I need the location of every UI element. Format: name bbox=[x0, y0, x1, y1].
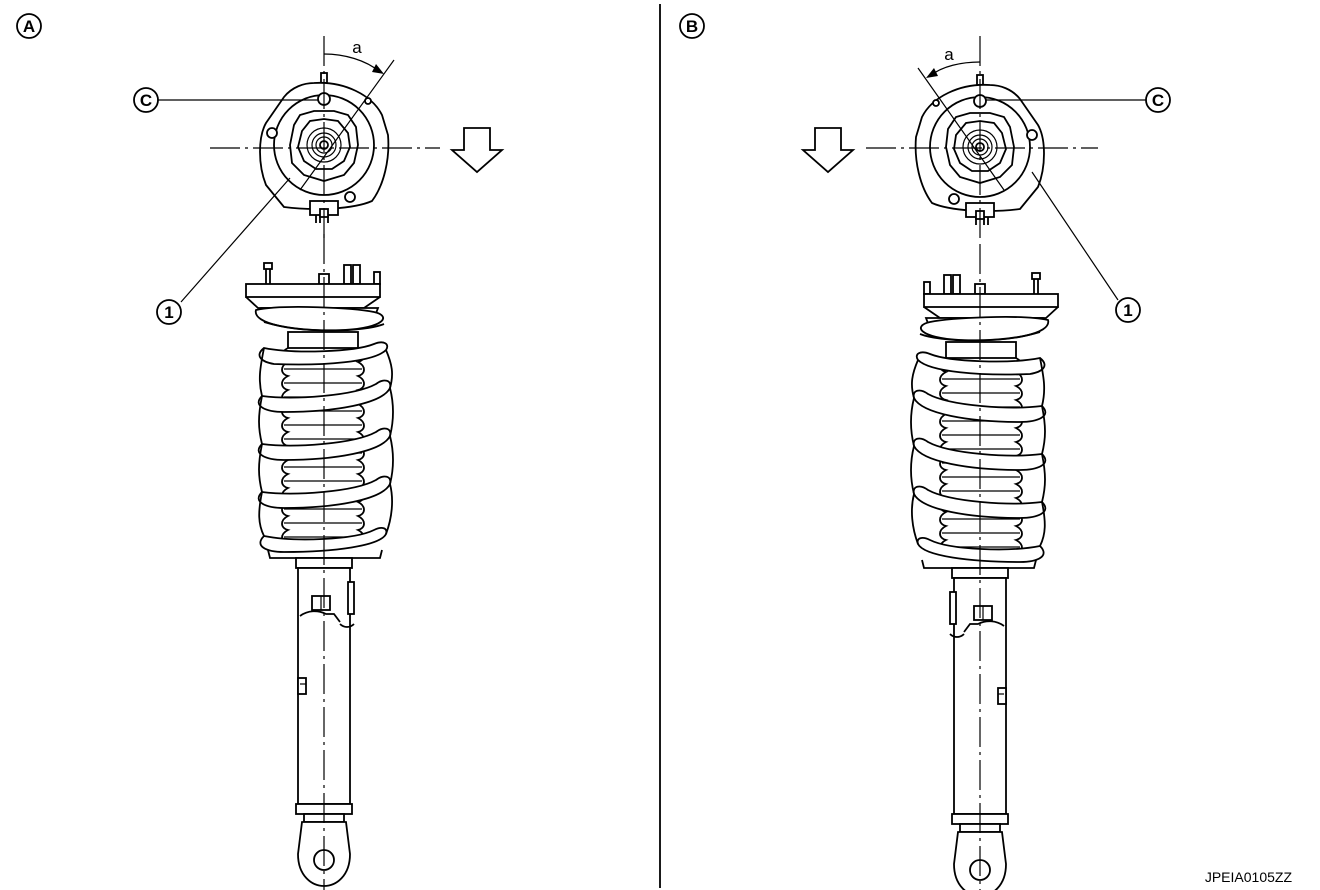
part-number-1-b: 1 bbox=[1123, 301, 1132, 320]
panel-a-marker: A bbox=[16, 13, 42, 39]
panel-b-marker-label: B bbox=[686, 17, 698, 36]
strut-assembly-a bbox=[245, 233, 394, 890]
upper-mount-top-view-a: a bbox=[210, 36, 440, 240]
circled-number-icon bbox=[156, 299, 182, 325]
angle-a-label: a bbox=[352, 38, 362, 57]
circled-letter-icon bbox=[16, 13, 42, 39]
circled-number-icon bbox=[1115, 297, 1141, 323]
panel-a: A a C 1 bbox=[16, 13, 505, 890]
panel-a-marker-label: A bbox=[23, 17, 35, 36]
panel-b-marker: B bbox=[679, 13, 705, 39]
angle-a-label: a bbox=[944, 45, 954, 64]
down-arrow-icon bbox=[800, 127, 856, 174]
circled-letter-icon bbox=[1145, 87, 1171, 113]
circled-letter-icon bbox=[133, 87, 159, 113]
point-c-label-b: C bbox=[1152, 91, 1164, 110]
strut-assembly-b bbox=[910, 243, 1059, 890]
part-number-1-a: 1 bbox=[164, 303, 173, 322]
down-arrow-icon bbox=[449, 127, 505, 174]
upper-mount-top-view-b: a bbox=[866, 36, 1098, 240]
circled-letter-icon bbox=[679, 13, 705, 39]
panel-b: B a C 1 bbox=[679, 13, 1171, 890]
point-c-label-a: C bbox=[140, 91, 152, 110]
figure-code: JPEIA0105ZZ bbox=[1205, 869, 1293, 885]
